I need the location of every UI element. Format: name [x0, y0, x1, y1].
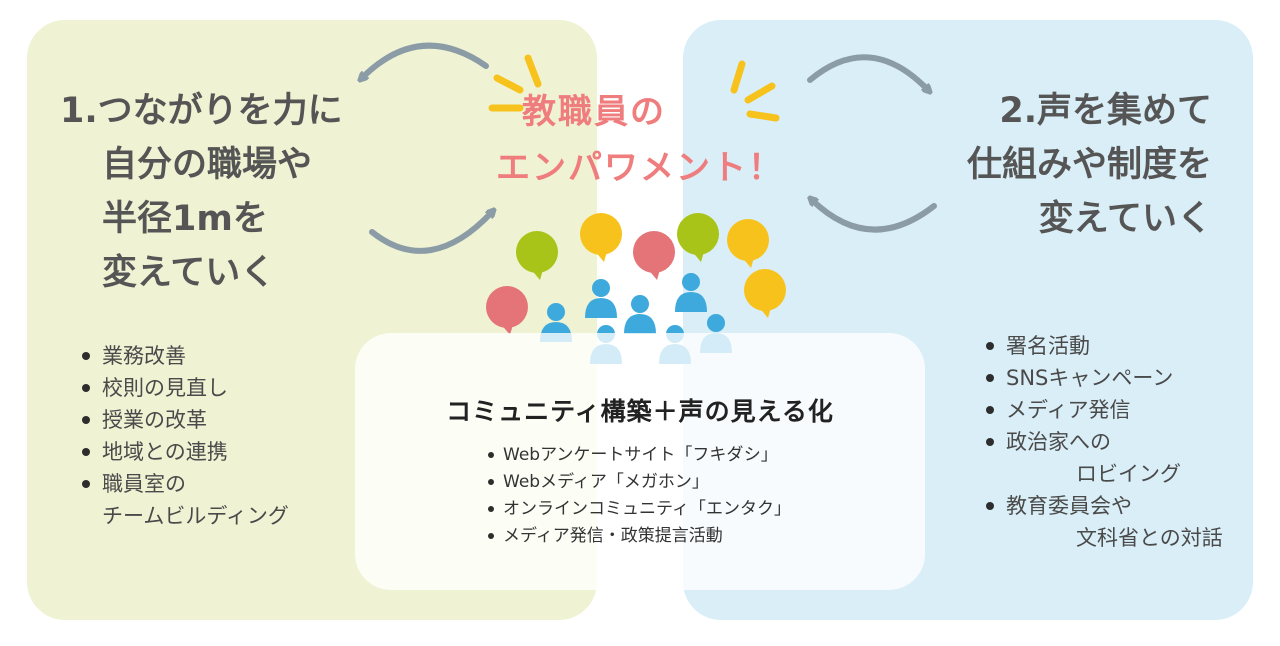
- speech-bubble-icon: [677, 213, 719, 262]
- list-item: 教育委員会や 文科省との対話: [984, 490, 1223, 554]
- curved-arrow-icon: [807, 54, 928, 90]
- sparkle-burst-icon: [730, 60, 780, 122]
- curved-arrow-icon: [362, 42, 489, 78]
- left-bullet-list: 業務改善 校則の見直し 授業の改革 地域との連携 職員室の チームビルディング: [80, 340, 289, 532]
- title-line: 教職員の: [522, 92, 666, 132]
- heading-line: 仕組みや制度を: [966, 145, 1212, 185]
- list-item: 政治家への ロビイング: [984, 426, 1223, 490]
- list-item: 業務改善: [80, 340, 289, 372]
- list-item: 署名活動: [984, 330, 1223, 362]
- sparkle-burst-icon: [488, 54, 542, 112]
- list-item: メディア発信: [984, 394, 1223, 426]
- list-item: 授業の改革: [80, 404, 289, 436]
- person-icon: [675, 273, 707, 312]
- person-icon: [624, 295, 656, 334]
- heading-line: 変えていく: [1038, 199, 1212, 239]
- curved-arrow-icon: [369, 212, 492, 254]
- list-item: 校則の見直し: [80, 372, 289, 404]
- heading-line: 自分の職場や: [102, 145, 313, 185]
- center-subtitle: コミュニティ構築＋声の見える化: [446, 397, 834, 426]
- center-panel: [355, 333, 925, 590]
- list-item: SNSキャンペーン: [984, 362, 1223, 394]
- left-heading: 1.つながりを力に 自分の職場や 半径1mを 変えていく: [60, 84, 390, 300]
- heading-line: 2.声を集めて: [999, 91, 1212, 131]
- heading-line: 半径1mを: [102, 199, 268, 239]
- right-heading: 2.声を集めて 仕組みや制度を 変えていく: [882, 84, 1212, 246]
- speech-bubble-icon: [727, 219, 769, 268]
- list-item: 地域との連携: [80, 436, 289, 468]
- center-bullet-list: Webアンケートサイト「フキダシ」 Webメディア「メガホン」 オンラインコミュ…: [487, 442, 791, 550]
- heading-line: 1.つながりを力に: [60, 91, 343, 131]
- list-item: Webアンケートサイト「フキダシ」: [487, 442, 791, 469]
- speech-bubble-icon: [486, 286, 528, 335]
- list-item: メディア発信・政策提言活動: [487, 523, 791, 550]
- speech-bubble-icon: [744, 269, 786, 318]
- heading-line: 変えていく: [102, 253, 276, 293]
- list-item: Webメディア「メガホン」: [487, 469, 791, 496]
- list-item: オンラインコミュニティ「エンタク」: [487, 496, 791, 523]
- title-line: エンパワメント！: [496, 148, 784, 188]
- speech-bubble-icon: [580, 213, 622, 262]
- center-title: 教職員の エンパワメント！: [420, 84, 860, 196]
- list-item: 職員室の チームビルディング: [80, 468, 289, 532]
- curved-arrow-icon: [812, 200, 937, 233]
- speech-bubble-icon: [516, 231, 558, 280]
- right-bullet-list: 署名活動 SNSキャンペーン メディア発信 政治家への ロビイング 教育委員会や…: [984, 330, 1223, 554]
- speech-bubble-icon: [633, 231, 675, 280]
- person-icon: [585, 279, 617, 318]
